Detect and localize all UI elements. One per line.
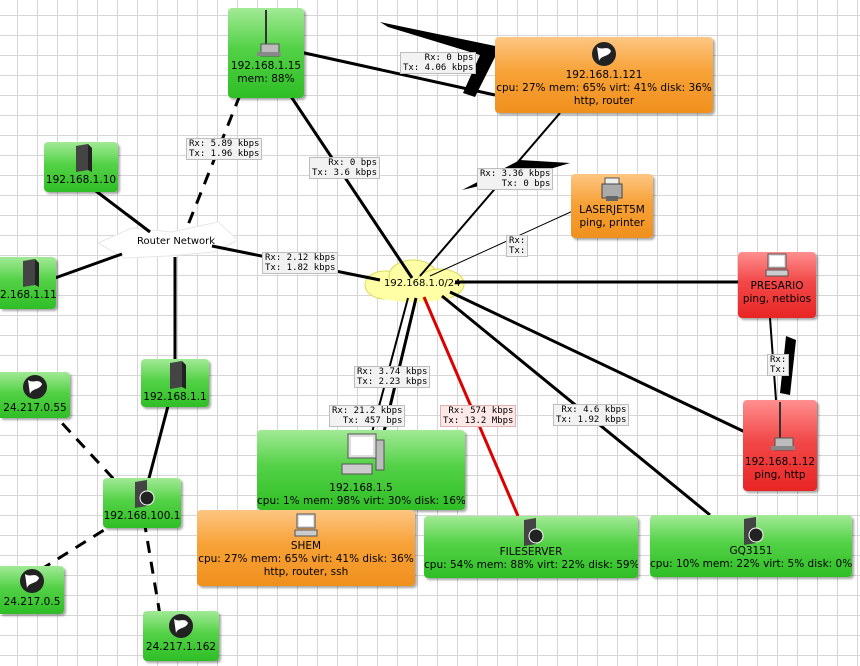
workstation-icon <box>341 433 385 475</box>
antenna-icon <box>257 10 281 57</box>
node-label-1: 2.168.1.11 <box>0 289 56 301</box>
tower-globe-icon <box>135 480 155 508</box>
node-192-168-100-1[interactable]: 192.168.100.1 <box>103 478 181 528</box>
link-05-100-dashed[interactable] <box>39 518 121 572</box>
node-fileserver[interactable]: FILESERVER cpu: 54% mem: 88% virt: 22% d… <box>424 516 638 578</box>
node-label-1: 24.217.0.5 <box>3 596 61 608</box>
globe-icon <box>20 569 44 593</box>
tower-icon <box>170 361 186 389</box>
tower-icon <box>76 144 92 172</box>
node-label-1: GQ3151 <box>729 545 773 557</box>
workstation-icon <box>294 513 318 537</box>
link-label-1005b: Rx: 21.2 kbps Tx: 457 bps <box>329 405 406 427</box>
link-label-121-top: Rx: 0 bps Tx: 4.06 kbps <box>400 52 477 74</box>
link-label-presario-12: Rx: Tx: <box>767 354 790 376</box>
node-label-1: 192.168.1.5 <box>329 482 393 494</box>
node-192-168-1-1[interactable]: 192.168.1.1 <box>141 359 209 407</box>
node-label-1: 192.168.1.15 <box>230 60 302 72</box>
node-shem[interactable]: SHEM cpu: 27% mem: 65% virt: 41% disk: 3… <box>197 510 415 586</box>
node-24-217-0-55[interactable]: 24.217.0.55 <box>0 372 70 418</box>
globe-icon <box>169 614 193 638</box>
node-24-217-0-5[interactable]: 24.217.0.5 <box>0 566 64 614</box>
node-label-2: cpu: 27% mem: 65% virt: 41% disk: 36% <box>198 553 414 565</box>
node-label-1: 192.168.1.12 <box>744 456 816 468</box>
node-label-1: SHEM <box>290 540 322 552</box>
link-121-subnet[interactable] <box>419 112 561 277</box>
node-192-168-1-121[interactable]: 192.168.1.121 cpu: 27% mem: 65% virt: 41… <box>495 37 713 113</box>
node-label-1: 24.217.0.55 <box>3 402 67 414</box>
printer-icon <box>601 177 623 201</box>
antenna-icon <box>771 402 795 451</box>
node-label-2: cpu: 1% mem: 98% virt: 30% disk: 16% <box>257 495 465 507</box>
node-label-2: ping, http <box>754 469 806 481</box>
globe-icon <box>23 375 47 399</box>
node-gq3151[interactable]: GQ3151 cpu: 10% mem: 22% virt: 5% disk: … <box>650 515 852 577</box>
link-15-subnet[interactable] <box>288 94 414 279</box>
tower-globe-icon <box>744 517 764 545</box>
workstation-icon <box>765 253 789 277</box>
node-label-1: LASERJET5M <box>579 204 645 216</box>
node-label-2: mem: 88% <box>237 73 295 85</box>
node-192-168-1-11[interactable]: 2.168.1.11 <box>0 257 56 309</box>
router-network-label: Router Network <box>137 236 216 247</box>
node-presario[interactable]: PRESARIO ping, netbios <box>738 252 816 318</box>
link-label-router: Rx: 2.12 kbps Tx: 1.82 kbps <box>262 252 339 274</box>
node-192-168-1-5[interactable]: 192.168.1.5 cpu: 1% mem: 98% virt: 30% d… <box>257 430 465 510</box>
link-1-100[interactable] <box>146 405 170 483</box>
node-label-1: FILESERVER <box>499 546 563 558</box>
node-192-168-1-10[interactable]: 192.168.1.10 <box>44 142 118 192</box>
node-laserjet5m[interactable]: LASERJET5M ping, printer <box>571 174 653 238</box>
tower-globe-icon <box>524 518 544 546</box>
link-162-100-dashed[interactable] <box>142 519 162 616</box>
node-192-168-1-15[interactable]: 192.168.1.15 mem: 88% <box>228 8 304 98</box>
node-label-2: cpu: 27% mem: 65% virt: 41% disk: 36% <box>496 82 712 94</box>
flow-arrow-121 <box>380 22 500 97</box>
link-15-router-dashed[interactable] <box>184 94 242 231</box>
link-11-router[interactable] <box>54 252 123 280</box>
node-label-2: ping, netbios <box>742 293 812 305</box>
link-15-121[interactable] <box>299 50 496 97</box>
link-label-15-subnet: Rx: 0 bps Tx: 3.6 kbps <box>309 157 381 179</box>
link-12-subnet[interactable] <box>449 290 746 434</box>
link-label-121-subnet: Rx: 3.36 kbps Tx: 0 bps <box>477 168 554 190</box>
link-label-1005a: Rx: 3.74 kbps Tx: 2.23 kbps <box>354 366 431 388</box>
node-label-2: cpu: 10% mem: 22% virt: 5% disk: 0% <box>650 558 852 570</box>
globe-icon <box>592 42 616 66</box>
link-laserjet-subnet[interactable] <box>429 209 576 277</box>
node-label-3: http, router, ssh <box>263 566 349 578</box>
node-label-2: ping, printer <box>579 217 645 229</box>
link-label-laserjet: Rx: Tx: <box>506 235 529 257</box>
node-label-1: 192.168.100.1 <box>103 510 181 522</box>
node-label-1: PRESARIO <box>750 280 804 292</box>
node-label-1: 192.168.1.10 <box>45 174 117 186</box>
node-label-3: http, router <box>573 95 635 107</box>
link-10-router[interactable] <box>87 183 151 234</box>
node-label-1: 192.168.1.1 <box>143 391 207 403</box>
node-label-1: 24.217.1.162 <box>145 641 217 653</box>
link-055-100-dashed[interactable] <box>46 406 124 490</box>
link-label-gq: Rx: 4.6 kbps Tx: 1.92 kbps <box>553 404 630 426</box>
link-label-fileserver: Rx: 574 kbps Tx: 13.2 Mbps <box>440 405 517 427</box>
node-24-217-1-162[interactable]: 24.217.1.162 <box>143 611 219 661</box>
tower-icon <box>23 259 39 287</box>
node-label-1: 192.168.1.121 <box>565 69 643 81</box>
link-label-15-router: Rx: 5.89 kbps Tx: 1.96 kbps <box>186 138 263 160</box>
subnet-label: 192.168.1.0/24 <box>384 278 461 289</box>
node-192-168-1-12[interactable]: 192.168.1.12 ping, http <box>743 400 817 491</box>
node-label-2: cpu: 54% mem: 88% virt: 22% disk: 59% <box>424 559 638 571</box>
